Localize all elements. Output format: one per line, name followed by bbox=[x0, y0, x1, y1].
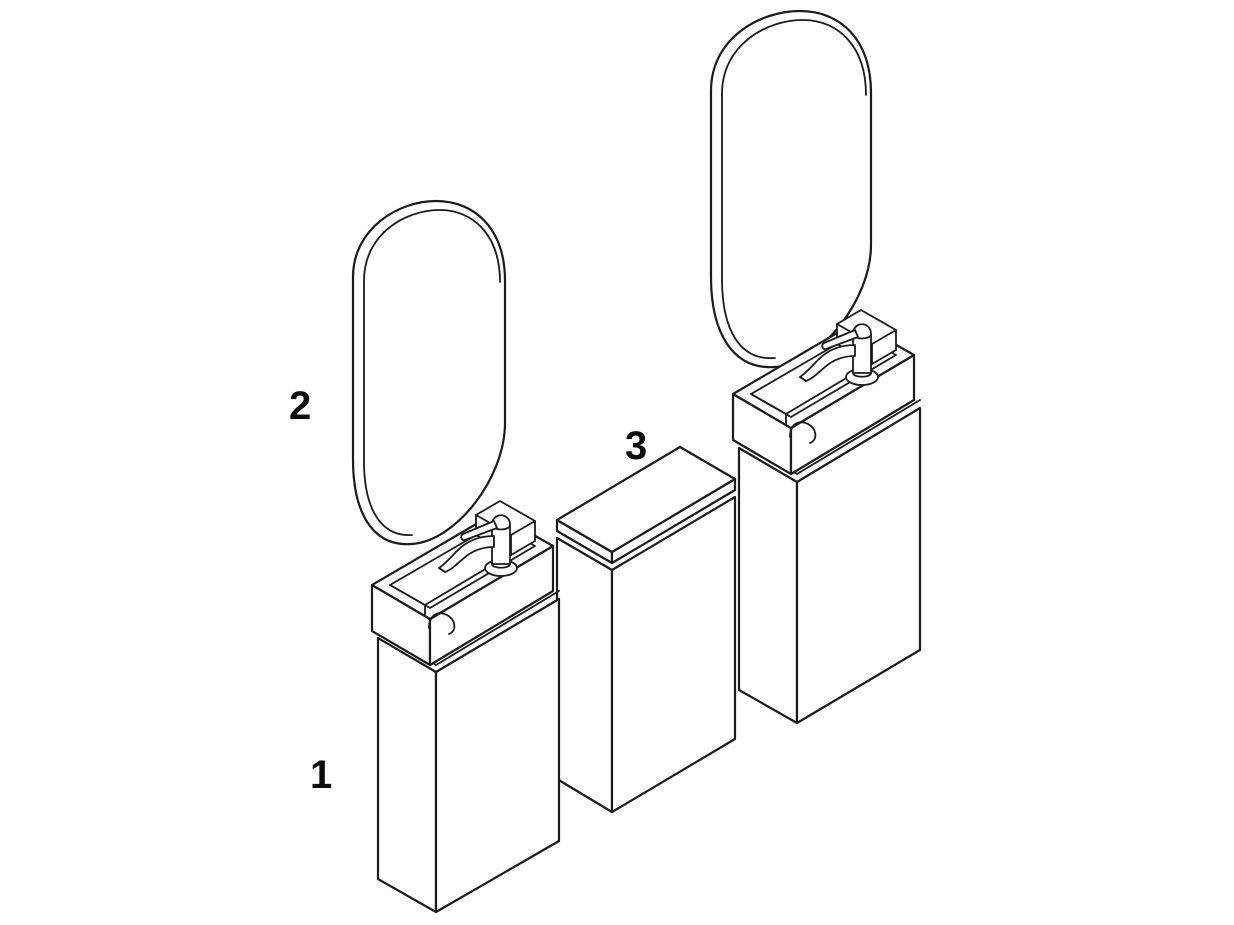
vanity-rear-mixer-tap bbox=[799, 323, 879, 386]
vanity-front-tap-ledge-edge bbox=[475, 514, 536, 556]
mirror-front-face bbox=[351, 199, 507, 546]
storage-cabinet-front-face bbox=[610, 495, 737, 814]
storage-cabinet-left-face bbox=[555, 536, 614, 814]
vanity-front-cabinet-left-face bbox=[376, 636, 438, 914]
mirror-front bbox=[351, 199, 507, 546]
tap-lever-handle-rear bbox=[821, 329, 859, 351]
mirror-front-thickness-edge bbox=[363, 209, 501, 283]
vanity-rear-tap-ledge-edge bbox=[836, 323, 897, 365]
tap-spout-tip-front bbox=[438, 567, 446, 573]
mirror-rear bbox=[709, 9, 873, 369]
vanity-rear-cabinet-front-face bbox=[795, 406, 922, 725]
vanity-unit-rear bbox=[731, 309, 922, 725]
mirror-front-thickness-edge-left bbox=[363, 280, 413, 536]
tap-lever-handle-front bbox=[460, 520, 498, 542]
vanity-front-drain-hole bbox=[428, 612, 456, 635]
tap-column-left-edge-rear bbox=[852, 372, 872, 378]
vanity-front-mixer-tap bbox=[438, 514, 518, 577]
vanity-rear-cabinet-left-face bbox=[737, 446, 799, 725]
callout-label-2: 2 bbox=[289, 384, 311, 428]
vanity-front-cabinet-front-face bbox=[434, 597, 561, 914]
callout-label-1: 1 bbox=[310, 753, 332, 797]
storage-cabinet bbox=[555, 445, 737, 814]
tap-spout-tip-rear bbox=[799, 376, 807, 382]
tap-column-bottom-edge-front bbox=[491, 563, 511, 569]
callout-label-3: 3 bbox=[625, 424, 647, 468]
storage-cabinet-top-surface bbox=[555, 445, 737, 554]
mirror-rear-face bbox=[709, 9, 873, 369]
vanity-unit-front bbox=[370, 500, 561, 914]
mirror-rear-thickness-edge bbox=[721, 19, 867, 96]
vanity-rear-drain-hole bbox=[789, 421, 817, 444]
mirror-rear-thickness-edge-left bbox=[721, 93, 776, 359]
